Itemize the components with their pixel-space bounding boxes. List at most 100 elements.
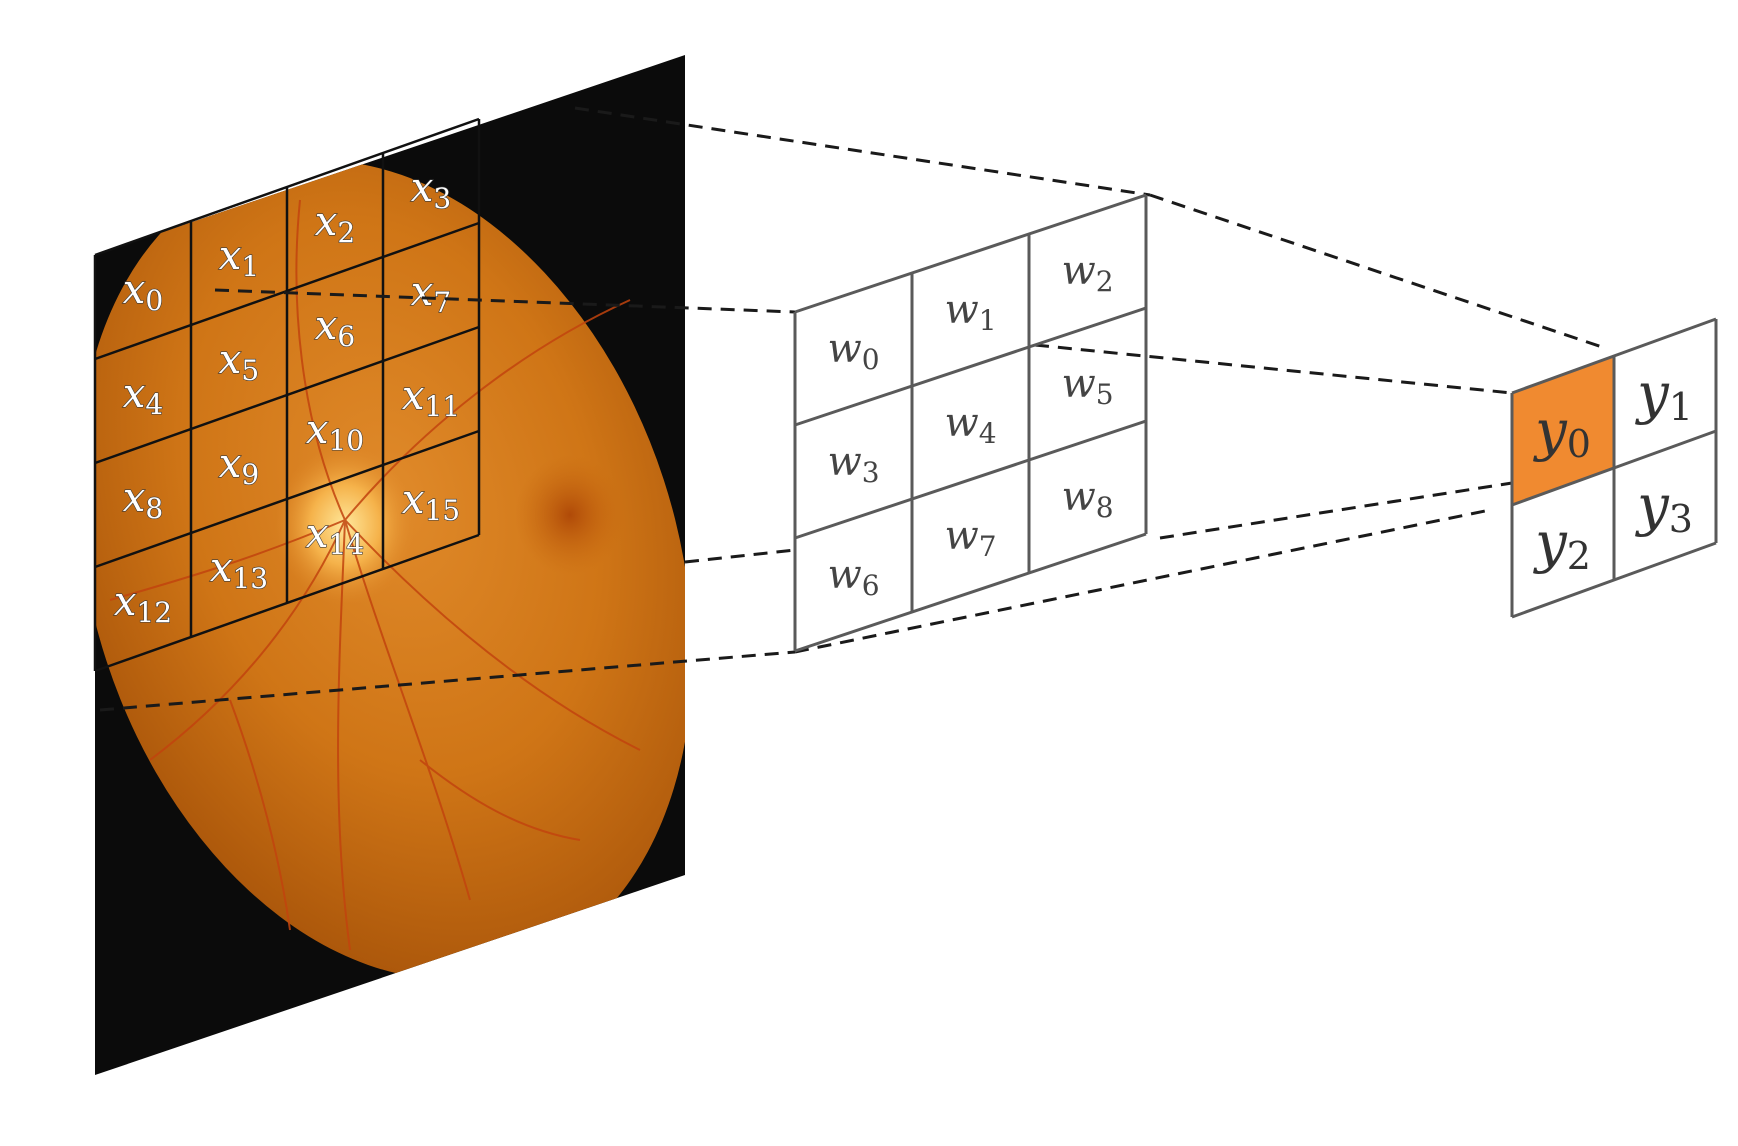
output-cell-symbol: y: [1532, 398, 1568, 463]
kernel-cell-symbol: w: [944, 287, 978, 333]
input-cell-symbol: x: [210, 545, 233, 591]
input-cell-symbol: x: [315, 303, 338, 349]
proj-line-top-inner: [214, 288, 796, 314]
kernel-cell-label: w2: [1061, 248, 1113, 297]
input-cell-symbol: x: [411, 269, 434, 315]
kernel-cell-symbol: w: [944, 513, 978, 559]
input-grid-line: [94, 429, 480, 569]
input-cell-symbol: x: [411, 165, 434, 211]
kernel-cell-label: w8: [1061, 474, 1113, 523]
input-cell-label: x14: [306, 511, 364, 560]
kernel-cell-index: 4: [979, 416, 997, 449]
output-grid: [1510, 317, 1718, 619]
input-cell-symbol: x: [402, 477, 425, 523]
kernel-cell-label: w5: [1061, 361, 1113, 410]
input-cell-label: x0: [123, 267, 163, 316]
input-cell-index: 9: [241, 457, 259, 490]
input-cell-symbol: x: [114, 579, 137, 625]
input-cell-symbol: x: [123, 267, 146, 313]
kernel-cell-index: 2: [1096, 264, 1114, 297]
kernel-cell-index: 8: [1096, 490, 1114, 523]
input-cell-symbol: x: [306, 511, 329, 557]
macula: [515, 455, 625, 575]
proj-line-bottom-inner: [99, 650, 796, 712]
kernel-cell-label: w6: [827, 552, 879, 601]
kernel-cell-symbol: w: [827, 439, 861, 485]
input-cell-index: 7: [433, 285, 451, 318]
input-cell-index: 8: [145, 491, 163, 524]
input-cell-index: 5: [241, 353, 259, 386]
kernel-cell-index: 0: [862, 342, 880, 375]
kernel-cell-label: w7: [944, 513, 996, 562]
output-grid-line: [1511, 429, 1717, 507]
input-cell-index: 14: [328, 527, 364, 560]
kernel-grid-line: [794, 193, 1147, 314]
input-cell-index: 0: [145, 283, 163, 316]
proj-line-mid-left: [684, 548, 796, 564]
proj-line-kernel-bottom-out: [794, 508, 1491, 654]
kernel-grid-line: [794, 306, 1147, 427]
kernel-cell-index: 7: [979, 529, 997, 562]
input-cell-symbol: x: [219, 337, 242, 383]
kernel-grid: [793, 193, 1148, 653]
input-cell-label: x15: [402, 477, 460, 526]
input-cell-label: x1: [219, 233, 259, 282]
input-cell-index: 1: [241, 249, 259, 282]
input-cell-label: x13: [210, 545, 268, 594]
input-cell-label: x5: [219, 337, 259, 386]
input-cell-label: x7: [411, 269, 451, 318]
output-cell-index: 0: [1567, 422, 1591, 466]
input-cell-symbol: x: [315, 199, 338, 245]
input-grid-line: [94, 325, 480, 465]
kernel-cell-label: w1: [944, 287, 996, 336]
kernel-cell-symbol: w: [1061, 361, 1095, 407]
input-cell-label: x11: [402, 373, 460, 422]
input-cell-symbol: x: [306, 407, 329, 453]
output-cell-label: y2: [1532, 510, 1591, 578]
kernel-grid-line: [794, 419, 1147, 540]
input-grid-line: [94, 221, 480, 361]
input-cell-label: x12: [114, 579, 172, 628]
kernel-cell-symbol: w: [827, 326, 861, 372]
input-cell-label: x10: [306, 407, 364, 456]
input-cell-index: 2: [337, 215, 355, 248]
kernel-cell-label: w4: [944, 400, 996, 449]
kernel-cell-index: 6: [862, 568, 880, 601]
kernel-cell-symbol: w: [827, 552, 861, 598]
input-cell-index: 11: [424, 389, 460, 422]
proj-line-top-outer: [574, 106, 1151, 197]
input-cell-symbol: x: [123, 475, 146, 521]
input-cell-symbol: x: [402, 373, 425, 419]
input-grid-line: [94, 117, 480, 257]
proj-line-kernel-mid-out: [1034, 343, 1513, 395]
kernel-cell-label: w0: [827, 326, 879, 375]
output-cell-index: 2: [1567, 534, 1591, 578]
output-highlight-cell: [1512, 356, 1614, 505]
input-cell-label: x6: [315, 303, 355, 352]
kernel-cell-label: w3: [827, 439, 879, 488]
output-cell-label: y1: [1634, 361, 1693, 429]
input-cell-label: x4: [123, 371, 163, 420]
output-cell-symbol: y: [1532, 510, 1568, 575]
input-grid: [93, 117, 481, 673]
projection-lines: [99, 106, 1603, 712]
output-cell-index: 1: [1669, 385, 1693, 429]
output-cell-label: y0: [1532, 398, 1591, 466]
input-cell-index: 6: [337, 319, 355, 352]
blood-vessels: [109, 199, 641, 951]
input-cell-symbol: x: [219, 441, 242, 487]
kernel-cell-symbol: w: [1061, 474, 1095, 520]
output-cell-symbol: y: [1634, 361, 1670, 426]
input-cell-index: 15: [424, 493, 460, 526]
input-cell-label: x3: [411, 165, 451, 214]
kernel-cell-index: 1: [979, 303, 997, 336]
proj-line-kernel-low-out: [1159, 481, 1513, 540]
input-cell-index: 3: [433, 181, 451, 214]
input-grid-line: [94, 533, 480, 673]
input-cell-index: 13: [232, 561, 268, 594]
input-cell-symbol: x: [123, 371, 146, 417]
